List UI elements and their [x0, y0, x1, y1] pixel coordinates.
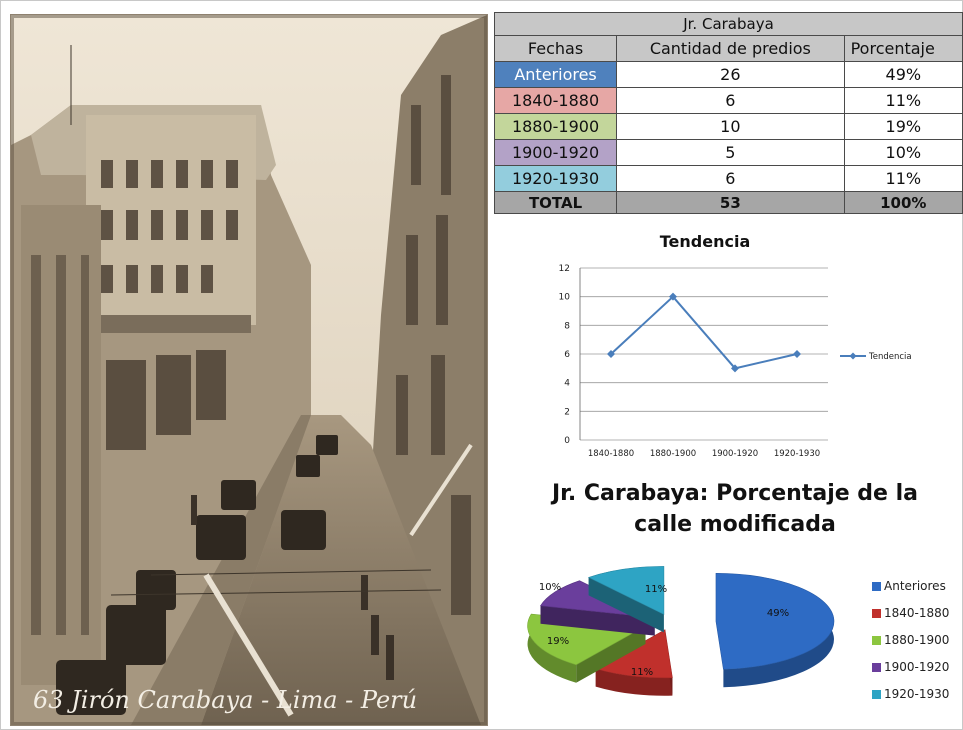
total-label: TOTAL [494, 191, 618, 214]
line-chart-title: Tendencia [659, 232, 751, 251]
legend-marker [849, 352, 857, 360]
total-cantidad: 53 [616, 191, 845, 214]
row-porcentaje: 10% [843, 139, 963, 166]
x-tick-label: 1880-1900 [650, 449, 696, 459]
table-row: 1840-1880 6 11% [494, 87, 963, 114]
legend-label: 1840-1880 [884, 606, 949, 620]
x-tick-label: 1840-1880 [588, 449, 634, 459]
y-tick-label: 10 [559, 293, 571, 303]
pie-slice-side [527, 614, 577, 683]
row-porcentaje: 49% [843, 61, 963, 88]
pie-slice [715, 573, 835, 688]
row-fecha: 1840-1880 [494, 87, 618, 114]
legend-label: Anteriores [884, 579, 946, 593]
line-chart: 0 2 4 6 8 10 12 1840-1880 1880-1900 1900-1920 1920… [559, 264, 912, 459]
y-tick-label: 0 [564, 436, 570, 446]
data-point [669, 292, 677, 301]
pie-chart-title: Jr. Carabaya: Porcentaje de la calle mod… [551, 481, 919, 537]
pie-slice-side [595, 668, 673, 696]
pie-value-label: 11% [645, 584, 667, 595]
x-tick-label: 1900-1920 [712, 449, 758, 459]
legend-swatch [872, 690, 881, 699]
series-line [610, 295, 798, 370]
y-tick-label: 4 [564, 379, 570, 389]
table-row: 1900-1920 5 10% [494, 139, 963, 166]
table-row: 1920-1930 6 11% [494, 165, 963, 192]
legend-label: Tendencia [868, 352, 912, 362]
pie-slice [587, 566, 665, 633]
data-point [793, 350, 801, 358]
pie-value-label: 11% [631, 667, 653, 678]
data-table: Jr. Carabaya Fechas Cantidad de predios … [494, 12, 963, 214]
pie-slice-top [587, 566, 665, 615]
legend-label: 1880-1900 [884, 633, 949, 647]
pie-slice-wall [540, 605, 655, 636]
header-fechas: Fechas [494, 35, 618, 62]
photo-caption: 63 Jirón Carabaya - Lima - Perú [33, 686, 417, 714]
row-fecha: 1920-1930 [494, 165, 618, 192]
legend-label: 1900-1920 [884, 660, 949, 674]
header-porcentaje: Porcentaje [843, 35, 963, 62]
row-porcentaje: 19% [843, 113, 963, 140]
table-clip: Jr. Carabaya Fechas Cantidad de predios … [494, 12, 963, 226]
row-fecha: 1900-1920 [494, 139, 618, 166]
pie-slice-wall [576, 625, 646, 683]
row-fecha: 1880-1900 [494, 113, 618, 140]
row-cantidad: 26 [616, 61, 845, 88]
pie-value-label: 19% [547, 636, 569, 647]
total-porcentaje: 100% [843, 191, 963, 214]
row-porcentaje: 11% [843, 165, 963, 192]
x-tick-label: 1920-1930 [774, 449, 820, 459]
pie-chart: 49% 11% 19% 10% 11% Anteriores 1840-1880 1880-1… [527, 566, 949, 701]
legend-swatch [872, 609, 881, 618]
row-porcentaje: 11% [843, 87, 963, 114]
row-cantidad: 6 [616, 165, 845, 192]
pie-value-label: 10% [539, 582, 561, 593]
row-cantidad: 10 [616, 113, 845, 140]
header-cantidad: Cantidad de predios [616, 35, 845, 62]
data-point [607, 350, 615, 358]
legend-swatch [872, 663, 881, 672]
y-tick-label: 2 [564, 407, 570, 417]
row-fecha: Anteriores [494, 61, 618, 88]
table-total-row: TOTAL 53 100% [494, 191, 963, 214]
legend-swatch [872, 582, 881, 591]
pie-slice-wall [588, 577, 664, 633]
pie-slice-top [715, 573, 835, 670]
street-photo-sketch: 63 Jirón Carabaya - Lima - Perú [11, 15, 487, 725]
y-tick-label: 12 [559, 264, 570, 274]
row-cantidad: 5 [616, 139, 845, 166]
table-title: Jr. Carabaya [494, 12, 963, 36]
legend-swatch [872, 636, 881, 645]
y-tick-label: 6 [564, 350, 570, 360]
pie-slice [594, 629, 673, 696]
pie-value-label: 49% [767, 608, 789, 619]
row-cantidad: 6 [616, 87, 845, 114]
legend-label: 1920-1930 [884, 687, 949, 701]
table-row: Anteriores 26 49% [494, 61, 963, 88]
y-tick-label: 8 [564, 321, 570, 331]
historic-street-photo: 63 Jirón Carabaya - Lima - Perú [10, 14, 488, 726]
data-point [731, 364, 739, 373]
table-row: 1880-1900 10 19% [494, 113, 963, 140]
